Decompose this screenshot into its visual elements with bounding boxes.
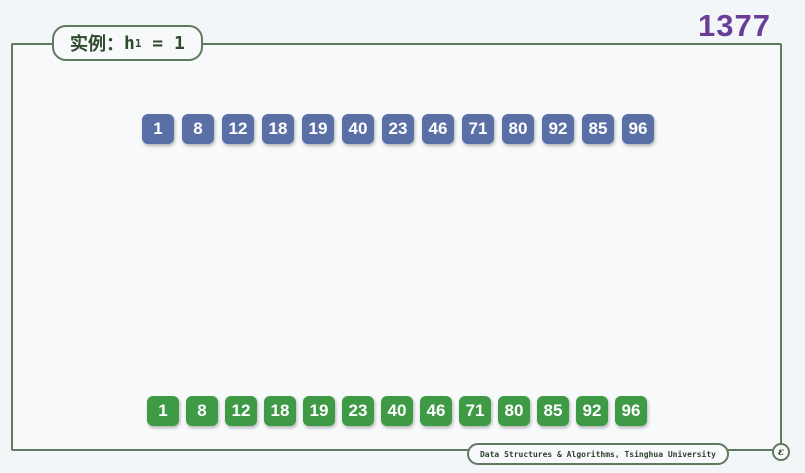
title-subscript: 1 <box>134 36 142 50</box>
bottom-sequence-cell: 96 <box>615 396 647 426</box>
page-number: 1377 <box>698 8 771 43</box>
title-prefix: 实例： <box>70 34 124 55</box>
slide-frame <box>11 43 782 451</box>
top-sequence-cell: 1 <box>142 114 174 144</box>
bottom-sequence-cell: 80 <box>498 396 530 426</box>
top-sequence-cell: 71 <box>462 114 494 144</box>
bottom-sequence-cell: 46 <box>420 396 452 426</box>
top-sequence-cell: 46 <box>422 114 454 144</box>
bottom-sequence-cell: 71 <box>459 396 491 426</box>
bottom-sequence-cell: 23 <box>342 396 374 426</box>
bottom-sequence-cell: 40 <box>381 396 413 426</box>
top-sequence-cell: 85 <box>582 114 614 144</box>
top-sequence-cell: 40 <box>342 114 374 144</box>
bottom-sequence-cell: 19 <box>303 396 335 426</box>
top-sequence-cell: 23 <box>382 114 414 144</box>
top-sequence-cell: 80 <box>502 114 534 144</box>
bottom-sequence-cell: 8 <box>186 396 218 426</box>
footer-caption: Data Structures & Algorithms, Tsinghua U… <box>467 443 729 465</box>
top-sequence-cell: 92 <box>542 114 574 144</box>
bottom-sequence-cell: 85 <box>537 396 569 426</box>
bottom-sequence-cell: 92 <box>576 396 608 426</box>
title-h: h <box>124 32 135 54</box>
top-sequence-cell: 18 <box>262 114 294 144</box>
top-sequence-cell: 8 <box>182 114 214 144</box>
tsinghua-logo-icon: ε <box>772 443 790 461</box>
top-sequence-cell: 96 <box>622 114 654 144</box>
bottom-sequence-cell: 12 <box>225 396 257 426</box>
top-sequence-cell: 12 <box>222 114 254 144</box>
title-suffix: = 1 <box>141 32 185 54</box>
bottom-sequence-cell: 1 <box>147 396 179 426</box>
top-sequence-cell: 19 <box>302 114 334 144</box>
bottom-sequence-cell: 18 <box>264 396 296 426</box>
